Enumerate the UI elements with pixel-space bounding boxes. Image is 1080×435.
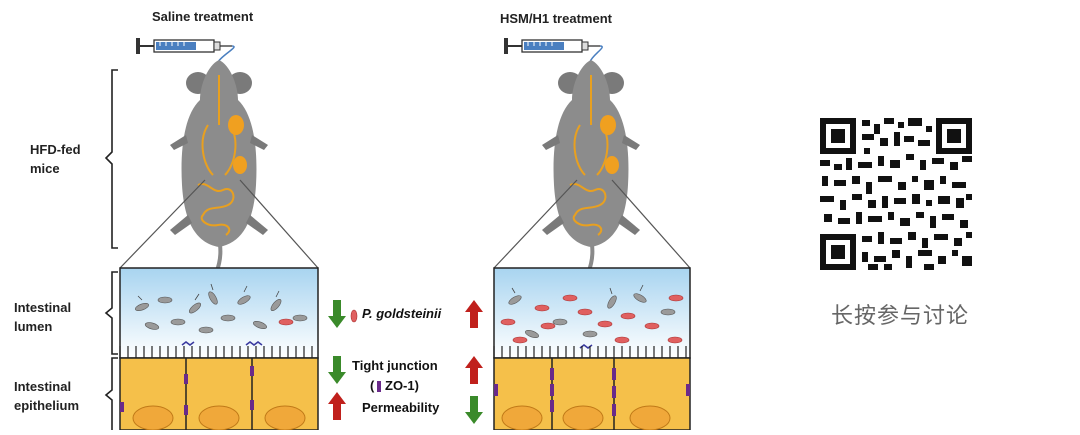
arrow-up-perm-left	[328, 392, 346, 420]
left-trace-2	[245, 341, 263, 346]
zo1-open-paren: (	[370, 378, 375, 393]
left-syringe	[135, 37, 233, 55]
left-title: Saline treatment	[152, 9, 254, 24]
epithelium-brace	[104, 357, 118, 430]
right-zoom-line-1	[493, 179, 578, 269]
row-label-lumen-line2: lumen	[14, 319, 53, 334]
lumen-brace	[104, 271, 118, 355]
right-title: HSM/H1 treatment	[500, 11, 612, 26]
left-zoom-line-1	[119, 179, 206, 269]
right-flagella	[511, 284, 644, 295]
qr-caption: 长按参与讨论	[830, 304, 969, 329]
mice-brace	[104, 69, 118, 249]
row-label-mice: HFD-fed mice	[30, 140, 81, 178]
left-mouse	[168, 58, 270, 297]
left-red-bacterium	[278, 318, 294, 326]
bacterium-label: P. goldsteinii	[362, 306, 442, 321]
right-injection-line	[589, 45, 603, 63]
left-bacteria	[135, 291, 308, 334]
arrow-down-bacteria-left	[328, 300, 346, 328]
arrow-down-perm-right	[465, 396, 483, 424]
row-label-lumen: Intestinal lumen	[14, 298, 71, 336]
arrow-down-tj-left	[328, 356, 346, 384]
bacterium-marker	[350, 309, 358, 323]
right-epithelium	[493, 346, 691, 431]
right-zoom-line-2	[611, 179, 691, 269]
left-flagella	[137, 283, 280, 301]
permeability-label: Permeability	[362, 400, 440, 415]
right-bacteria-grey	[508, 293, 676, 338]
tight-junction-label: Tight junction	[352, 358, 438, 373]
row-label-lumen-line1: Intestinal	[14, 300, 72, 315]
left-trace-1	[181, 341, 195, 346]
left-epithelium	[119, 346, 319, 431]
row-label-mice-line2: mice	[30, 161, 60, 176]
row-label-epithelium-line1: Intestinal	[14, 379, 72, 394]
arrow-up-tj-right	[465, 356, 483, 384]
zo1-marker	[377, 381, 381, 392]
row-label-mice-line1: HFD-fed	[30, 142, 81, 157]
right-bacteria-red	[500, 294, 684, 344]
left-zoom-line-2	[239, 179, 319, 269]
row-label-epithelium: Intestinal epithelium	[14, 377, 79, 415]
right-syringe	[503, 37, 601, 55]
left-lumen	[119, 267, 319, 359]
right-mouse	[540, 58, 642, 297]
zo1-label: ZO-1)	[385, 378, 419, 393]
arrow-up-bacteria-right	[465, 300, 483, 328]
row-label-epithelium-line2: epithelium	[14, 398, 80, 413]
qr-code[interactable]	[820, 118, 972, 270]
